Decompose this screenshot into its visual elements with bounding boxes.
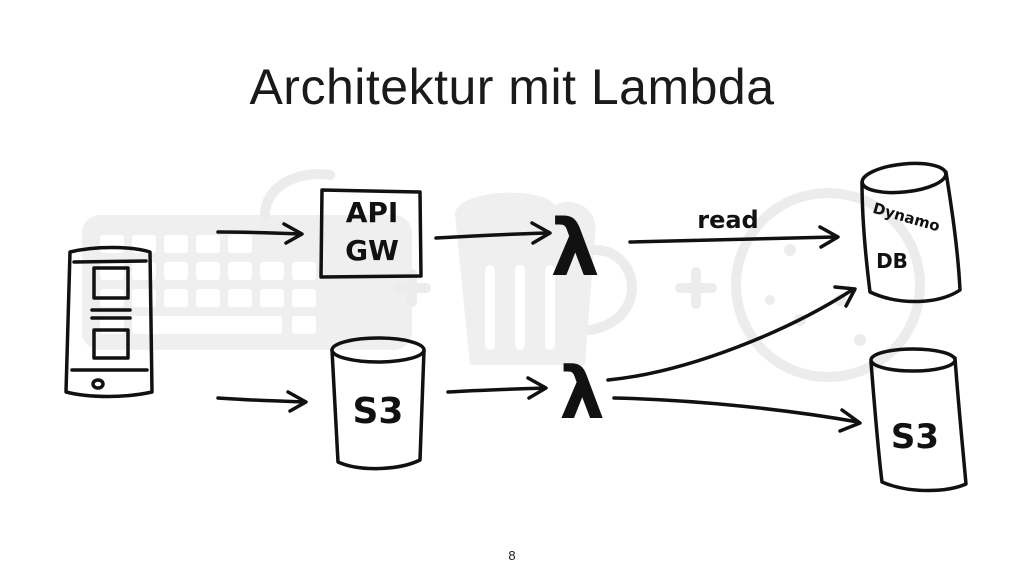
arrow-s3-to-lambda <box>446 376 548 400</box>
watermark-illustration <box>82 169 925 382</box>
lambda-function-top: λ <box>550 204 599 294</box>
arrow-lambda-to-dynamodb <box>606 285 857 382</box>
dynamodb-table: Dynamo DB <box>860 161 962 304</box>
plus-watermark-1 <box>393 269 431 307</box>
edge-label-read: read <box>697 206 759 234</box>
lambda-bottom-symbol: λ <box>559 351 605 435</box>
arrow-lambda-to-dynamodb-read: read <box>628 206 840 249</box>
s3-target-label: S3 <box>891 417 939 457</box>
s3-source-label: S3 <box>353 391 404 432</box>
smartphone-icon <box>64 245 154 399</box>
lambda-top-symbol: λ <box>550 204 599 294</box>
plus-watermark-2 <box>675 267 717 309</box>
api-gateway-box: API GW <box>319 188 423 279</box>
s3-target-bucket: S3 <box>869 347 968 493</box>
cookie-watermark <box>731 188 925 382</box>
s3-source-bucket: S3 <box>330 336 426 471</box>
arrow-api-gateway-to-lambda <box>434 221 552 245</box>
mug-watermark <box>455 192 637 365</box>
api-gateway-label-line2: GW <box>345 234 399 267</box>
lambda-function-bottom: λ <box>559 351 605 435</box>
api-gateway-label-line1: API <box>346 196 399 229</box>
arrow-lambda-to-s3-target <box>612 396 862 433</box>
dynamodb-label-line2: DB <box>876 249 908 273</box>
slide-title: Architektur mit Lambda <box>249 59 775 115</box>
page-number: 8 <box>508 548 516 563</box>
arrow-phone-to-s3 <box>216 390 308 413</box>
arrow-phone-to-api-gateway <box>216 222 304 245</box>
